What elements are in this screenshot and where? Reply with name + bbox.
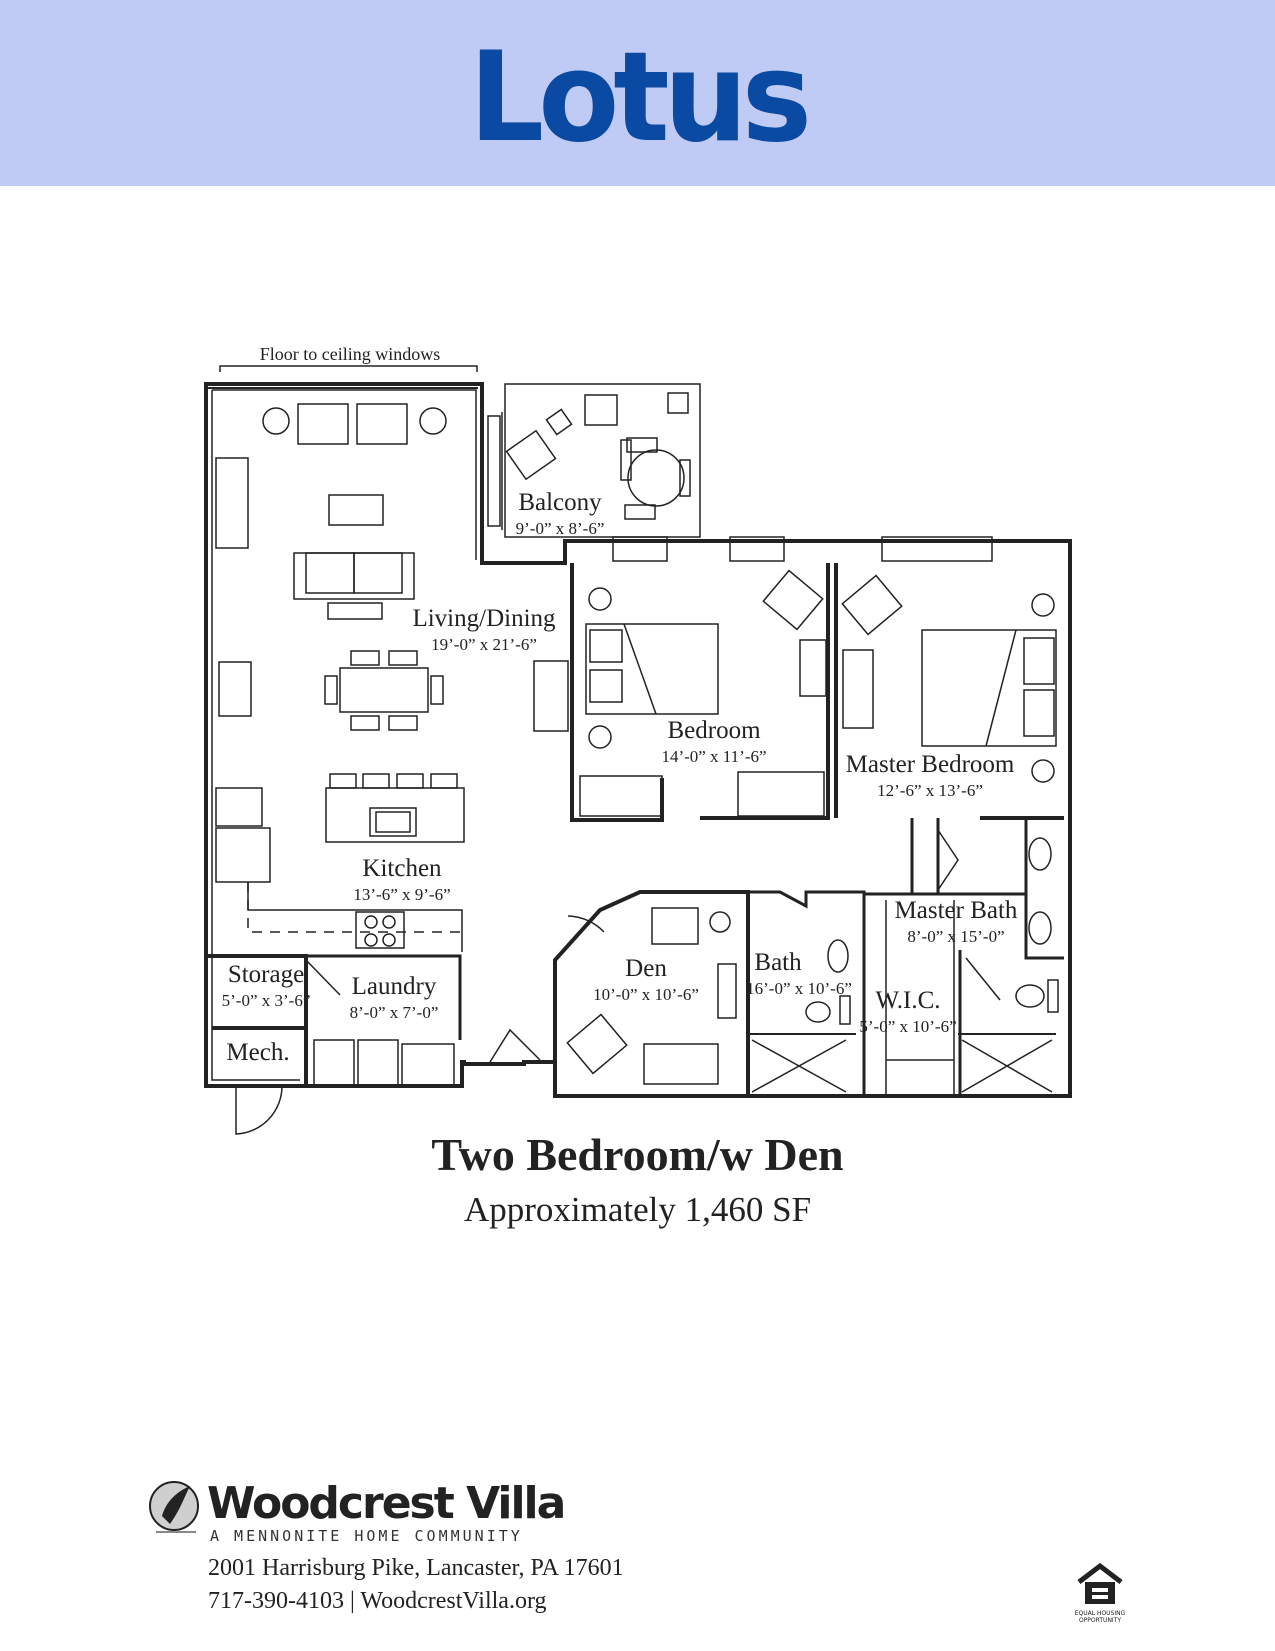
room-name-kitchen: Kitchen xyxy=(362,855,442,882)
room-name-master-bath: Master Bath xyxy=(895,897,1018,924)
room-dims-master-bedroom: 12’-6” x 13’-6” xyxy=(877,781,983,800)
woodcrest-logo-icon xyxy=(149,1481,199,1533)
room-name-balcony: Balcony xyxy=(518,489,602,516)
room-name-master-bedroom: Master Bedroom xyxy=(846,751,1015,778)
header-banner xyxy=(0,0,1275,186)
room-dims-wic: 5’-0” x 10’-6” xyxy=(859,1017,956,1036)
equal-housing-text: EQUAL HOUSING OPPORTUNITY xyxy=(1074,1610,1126,1624)
room-name-mech: Mech. xyxy=(226,1039,289,1066)
equal-housing-icon xyxy=(1077,1562,1123,1604)
page-title: Lotus xyxy=(469,24,812,170)
room-dims-master-bath: 8’-0” x 15’-0” xyxy=(907,927,1004,946)
room-name-wic: W.I.C. xyxy=(875,987,940,1014)
room-name-living-dining: Living/Dining xyxy=(412,605,556,632)
room-dims-bath: 16’-0” x 10’-6” xyxy=(746,979,852,998)
room-name-bath: Bath xyxy=(754,949,802,976)
room-dims-living-dining: 19’-0” x 21’-6” xyxy=(431,635,537,654)
address: 2001 Harrisburg Pike, Lancaster, PA 1760… xyxy=(208,1555,624,1581)
room-name-laundry: Laundry xyxy=(352,973,437,1000)
room-dims-storage: 5’-0” x 3’-6” xyxy=(222,991,311,1010)
unit-size: Approximately 1,460 SF xyxy=(463,1190,812,1229)
brand-tagline: A MENNONITE HOME COMMUNITY xyxy=(210,1527,523,1545)
room-dims-bedroom: 14’-0” x 11’-6” xyxy=(661,747,766,766)
windows-note: Floor to ceiling windows xyxy=(260,344,441,364)
room-name-den: Den xyxy=(625,955,667,982)
unit-type: Two Bedroom/w Den xyxy=(431,1129,844,1180)
room-name-storage: Storage xyxy=(228,961,304,988)
room-dims-kitchen: 13’-6” x 9’-6” xyxy=(353,885,450,904)
brand-name: Woodcrest Villa xyxy=(207,1478,566,1529)
floor-plan: Floor to ceiling windows xyxy=(204,344,1072,1135)
room-dims-den: 10’-0” x 10’-6” xyxy=(593,985,699,1004)
contact-info: 717-390-4103 | WoodcrestVilla.org xyxy=(208,1588,547,1614)
room-dims-laundry: 8’-0” x 7’-0” xyxy=(350,1003,439,1022)
room-dims-balcony: 9’-0” x 8’-6” xyxy=(516,519,605,538)
room-name-bedroom: Bedroom xyxy=(667,717,761,744)
